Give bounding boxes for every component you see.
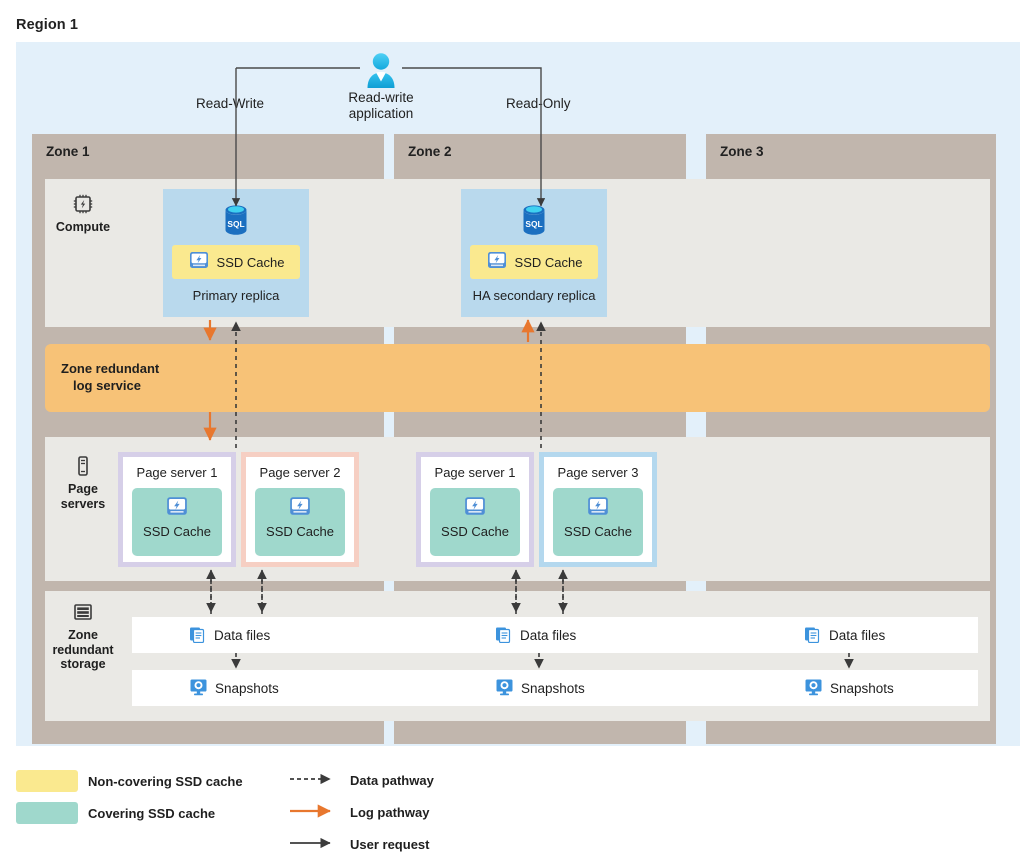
data-files-label-3: Data files [829,628,886,643]
svg-text:SQL: SQL [227,219,244,229]
page-server-card-1[interactable]: Page server 1 SSD Cache [118,452,236,567]
ha-secondary-replica-cache-label: SSD Cache [514,254,583,270]
data-files-icon [189,625,207,646]
primary-replica-ssd-cache: SSD Cache [172,245,300,279]
log-service-label-line2: log service [73,378,141,393]
legend-label-non-covering: Non-covering SSD cache [88,774,243,789]
read-only-path-label: Read-Only [506,96,571,111]
page-server-cache-1: SSD Cache [132,488,222,556]
legend-label-log-pathway: Log pathway [350,805,430,820]
ha-secondary-replica-name: HA secondary replica [472,288,596,303]
app-label-line1: Read-write [348,90,414,105]
page-server-cache-2: SSD Cache [255,488,345,556]
read-write-application-label: Read-write application [320,90,442,122]
region-title: Region 1 [16,17,79,33]
data-files-cell-2[interactable]: Data files [495,625,576,646]
cpu-chip-icon [72,193,94,215]
page-server-card-2[interactable]: Page server 2 SSD Cache [241,452,359,567]
sql-database-icon: SQL [221,203,251,244]
data-files-cell-3[interactable]: Data files [804,625,885,646]
legend-swatch-covering [16,802,78,824]
ssd-disk-icon [486,250,508,275]
page-server-card-4[interactable]: Page server 3 SSD Cache [539,452,657,567]
ssd-disk-icon [553,495,643,522]
server-icon [72,455,94,477]
page-server-cache-label-2: SSD Cache [266,524,334,539]
legend-swatch-non-covering [16,770,78,792]
snapshots-row: Snapshots Snapshots [132,670,978,706]
storage-label-line2: redundant [52,642,114,657]
legend-label-user-request: User request [350,837,430,852]
primary-replica-cache-label: SSD Cache [216,254,285,270]
ssd-disk-icon [430,495,520,522]
snapshots-cell-1[interactable]: Snapshots [189,678,279,699]
data-files-cell-1[interactable]: Data files [189,625,270,646]
snapshot-icon [189,678,208,699]
snapshot-icon [495,678,514,699]
log-service-label: Zone redundant log service [61,360,159,394]
snapshots-cell-3[interactable]: Snapshots [804,678,894,699]
page-servers-label-line1: Page [68,482,98,496]
data-files-label-1: Data files [214,628,271,643]
storage-stack-icon [72,601,94,623]
page-servers-row-label: Page servers [45,455,121,511]
ssd-disk-icon [132,495,222,522]
snapshots-label-3: Snapshots [830,681,894,696]
data-files-row: Data files Data files [132,617,978,653]
primary-replica-name: Primary replica [192,288,280,303]
legend-label-data-pathway: Data pathway [350,773,434,788]
page-servers-label-line2: servers [60,496,106,511]
page-server-cache-label-1: SSD Cache [143,524,211,539]
read-write-path-label: Read-Write [196,96,265,111]
ssd-disk-icon [188,250,210,275]
page-server-name-2: Page server 2 [259,465,341,480]
ha-secondary-replica-ssd-cache: SSD Cache [470,245,598,279]
snapshot-icon [804,678,823,699]
data-files-icon [804,625,822,646]
zone-redundant-log-service: Zone redundant log service [45,344,990,412]
primary-replica-card[interactable]: SQL SSD Cache Primary replica [163,189,309,317]
page-server-name-4: Page server 3 [557,465,639,480]
ssd-disk-icon [255,495,345,522]
snapshots-cell-2[interactable]: Snapshots [495,678,585,699]
legend-label-covering: Covering SSD cache [88,806,216,821]
svg-text:SQL: SQL [525,219,542,229]
zone-header-2: Zone 2 [394,134,686,172]
page-server-card-3[interactable]: Page server 1 SSD Cache [416,452,534,567]
page-server-cache-3: SSD Cache [430,488,520,556]
zone-header-1: Zone 1 [32,134,384,172]
snapshots-label-2: Snapshots [521,681,585,696]
app-label-line2: application [348,106,414,121]
sql-database-icon: SQL [519,203,549,244]
storage-label-line3: storage [60,657,106,671]
read-write-application-icon [364,52,398,90]
page-server-name-3: Page server 1 [434,465,516,480]
zone-header-3: Zone 3 [706,134,996,172]
zone-label-2: Zone 2 [408,144,452,159]
data-files-icon [495,625,513,646]
data-files-label-2: Data files [520,628,577,643]
zone-label-3: Zone 3 [720,144,764,159]
page-server-name-1: Page server 1 [136,465,218,480]
snapshots-label-1: Snapshots [215,681,279,696]
compute-row-label: Compute [45,193,121,235]
page-server-cache-4: SSD Cache [553,488,643,556]
storage-row-label: Zone redundant storage [45,601,121,672]
storage-label-line1: Zone [68,628,98,642]
page-server-cache-label-3: SSD Cache [441,524,509,539]
page-server-cache-label-4: SSD Cache [564,524,632,539]
zone-label-1: Zone 1 [46,144,90,159]
log-service-label-line1: Zone redundant [61,361,160,376]
compute-row-label-text: Compute [55,220,111,234]
ha-secondary-replica-card[interactable]: SQL SSD Cache HA secondary replica [461,189,607,317]
